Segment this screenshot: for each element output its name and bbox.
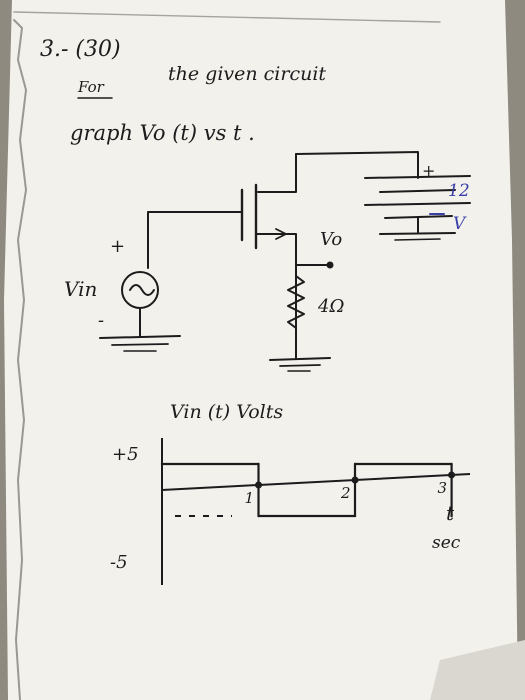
vin-data-point xyxy=(450,514,453,518)
output-label: Vo xyxy=(320,229,342,250)
x-tick-label: 1 xyxy=(245,489,255,507)
source-plus-sign: + xyxy=(110,236,125,257)
vin-data-point xyxy=(257,462,260,466)
paper-top-rule xyxy=(13,11,441,23)
resistor-label: 4Ω xyxy=(317,296,344,317)
problem-number: 3.- (30) xyxy=(40,37,121,62)
vin-data-point xyxy=(257,514,260,518)
paper-shadow xyxy=(430,640,525,700)
battery-value: 12 xyxy=(448,181,470,201)
battery-plus-sign: + xyxy=(422,161,435,180)
output-node xyxy=(326,261,334,269)
ground-symbol-resistor xyxy=(269,357,331,372)
x-axis-line xyxy=(161,473,471,491)
graph-title: Vin (t) Volts xyxy=(170,401,283,423)
y-tick-label-positive: +5 xyxy=(112,444,139,465)
battery-symbol xyxy=(295,151,471,241)
x-axis-label: t xyxy=(446,501,455,525)
mosfet-symbol xyxy=(147,153,297,359)
problem-line1-rest: the given circuit xyxy=(168,63,326,85)
problem-line2: graph Vo (t) vs t . xyxy=(70,121,255,145)
paper-sheet xyxy=(4,0,518,700)
graph-plot xyxy=(160,462,453,518)
source-label: Vin xyxy=(64,277,97,301)
vin-data-point xyxy=(353,514,357,518)
source-minus-sign: - xyxy=(98,310,104,331)
y-tick-label-negative: -5 xyxy=(110,552,128,573)
battery-unit: V xyxy=(453,214,467,234)
vin-data-point xyxy=(160,462,164,466)
vin-data-point xyxy=(353,462,357,466)
ground-symbol-source xyxy=(99,335,181,352)
sine-wave-icon xyxy=(129,284,155,296)
resistor-symbol xyxy=(287,275,305,329)
x-tick-label: 2 xyxy=(340,484,351,502)
problem-line1-lead: For xyxy=(77,78,105,96)
x-tick-label: 3 xyxy=(438,479,448,497)
x-axis-unit: sec xyxy=(432,533,461,553)
paper-left-edge xyxy=(13,19,27,700)
vin-data-point xyxy=(450,462,453,466)
